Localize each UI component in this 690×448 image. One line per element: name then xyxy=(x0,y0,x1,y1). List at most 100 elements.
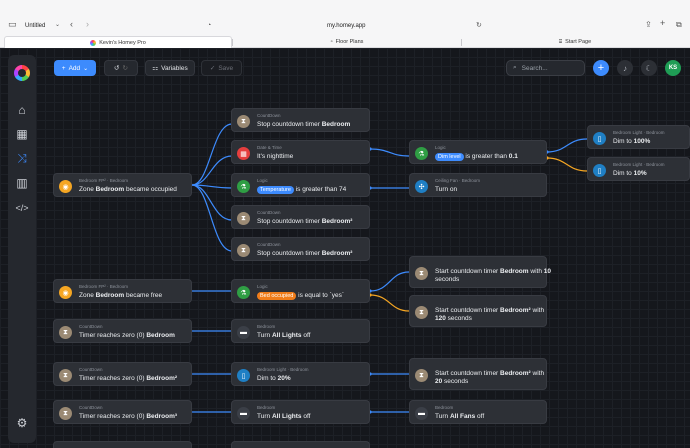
hourglass-icon: ⧗ xyxy=(237,115,250,128)
presence-sensor-icon: ◉ xyxy=(59,286,72,299)
card-text: Zone Bedroom became occupied xyxy=(79,186,177,193)
card-text: Stop countdown timer Bedroom² xyxy=(257,250,353,257)
code-icon[interactable]: </> xyxy=(15,203,29,213)
card-subtitle: CountDown xyxy=(257,242,281,247)
hourglass-icon: ⧗ xyxy=(415,306,428,319)
tab-floor-plans[interactable]: ▫ Floor Plans xyxy=(233,36,461,48)
light-switch-icon: ▯ xyxy=(593,132,606,145)
flow-card-nighttime[interactable]: ▦ Date & Time It's nighttime xyxy=(231,140,370,164)
redo-icon[interactable]: ↻ xyxy=(122,65,128,72)
tab-divider xyxy=(461,39,462,46)
forward-icon[interactable]: › xyxy=(86,19,89,29)
tab-overview-icon[interactable]: ⧉ xyxy=(676,20,682,29)
flow-card-zone-occupied[interactable]: ◉ Bedroom FP² · Bedroom Zone Bedroom bec… xyxy=(53,173,192,197)
chevron-down-icon[interactable]: ⌄ xyxy=(55,22,61,28)
card-text: Dim to 20% xyxy=(257,375,291,382)
tab-start-page[interactable]: ⌹ Start Page xyxy=(462,36,688,48)
devices-grid-icon[interactable]: ▦ xyxy=(16,127,28,141)
hourglass-icon: ⧗ xyxy=(415,267,428,280)
flow-card-ceiling-fan-on[interactable]: ✣ Ceiling Fan · Bedroom Turn on xyxy=(409,173,547,197)
card-text: It's nighttime xyxy=(257,153,294,160)
light-switch-icon: ▯ xyxy=(593,164,606,177)
card-text: Dim level is greater than 0.1 xyxy=(435,153,518,161)
flow-card-logic-bed-occupied[interactable]: ⚗ Logic Bed occupied is equal to `yes` xyxy=(231,279,370,303)
light-switch-icon: ▯ xyxy=(237,369,250,382)
flow-card-lights-off-2[interactable]: ▬ Bedroom Turn All Lights off xyxy=(231,400,370,424)
save-label: Save xyxy=(218,64,234,72)
flow-card-logic-temperature[interactable]: ⚗ Logic Temperature is greater than 74 xyxy=(231,173,370,197)
flow-card-stop-countdown-2[interactable]: ⧗ CountDown Stop countdown timer Bedroom… xyxy=(231,205,370,229)
card-subtitle: Bedroom Light · Bedroom xyxy=(613,130,665,135)
flow-card-logic-dim-level[interactable]: ⚗ Logic Dim level is greater than 0.1 xyxy=(409,140,547,164)
back-icon[interactable]: ‹ xyxy=(70,19,73,29)
card-subtitle: Bedroom xyxy=(257,405,276,410)
avatar[interactable]: KS xyxy=(665,60,681,76)
tab-homey[interactable]: Kevin's Homey Pro xyxy=(4,36,232,48)
bell-icon[interactable]: ♪ xyxy=(617,60,633,76)
share-icon[interactable]: ⇪ xyxy=(645,20,652,29)
card-text: Start countdown timer Bedroom with 10 se… xyxy=(435,268,551,283)
homey-logo-icon[interactable] xyxy=(14,65,30,81)
card-text: Start countdown timer Bedroom² with 120 … xyxy=(435,307,545,322)
flow-card-dim-10[interactable]: ▯ Bedroom Light · Bedroom Dim to 10% xyxy=(587,157,690,181)
card-text: Dim to 10% xyxy=(613,170,647,177)
reload-icon[interactable]: ↻ xyxy=(476,22,482,29)
flow-card-timer-zero[interactable]: ⧗ CountDown Timer reaches zero (0) Bedro… xyxy=(53,319,192,343)
bed-icon: ▬ xyxy=(237,407,250,420)
card-text: Bed occupied is equal to `yes` xyxy=(257,292,344,300)
search-input[interactable]: ⌕ Search... xyxy=(506,60,585,76)
flow-card-start-countdown-10[interactable]: ⧗ Start countdown timer Bedroom with 10 … xyxy=(409,256,551,288)
save-button[interactable]: ✓ Save xyxy=(201,60,242,76)
logic-icon: ⚗ xyxy=(237,286,250,299)
undo-icon[interactable]: ↺ xyxy=(114,65,120,72)
flow-card-start-countdown-120[interactable]: ⧗ Start countdown timer Bedroom² with 12… xyxy=(409,295,547,327)
card-subtitle: CountDown xyxy=(79,405,103,410)
sidebar-toggle-icon[interactable]: ▭ xyxy=(8,19,17,29)
flow-card-stop-countdown[interactable]: ⧗ CountDown Stop countdown timer Bedroom xyxy=(231,108,370,132)
moon-icon[interactable]: ☾ xyxy=(641,60,657,76)
logic-icon: ⚗ xyxy=(415,147,428,160)
variables-button[interactable]: ⚏ Variables xyxy=(145,60,195,76)
flow-card-timer-zero-2[interactable]: ⧗ CountDown Timer reaches zero (0) Bedro… xyxy=(53,362,192,386)
variable-pill[interactable]: Temperature xyxy=(257,186,294,194)
flows-icon[interactable]: ⤨ xyxy=(17,150,27,165)
bed-icon: ▬ xyxy=(415,407,428,420)
variable-pill[interactable]: Bed occupied xyxy=(257,292,297,300)
card-subtitle: CountDown xyxy=(79,324,103,329)
window-title[interactable]: Untitled xyxy=(25,23,46,29)
card-text: Turn All Lights off xyxy=(257,332,311,339)
flow-card-lights-off[interactable]: ▬ Bedroom Turn All Lights off xyxy=(231,319,370,343)
bookmark-icon: ⌹ xyxy=(558,38,563,45)
flow-card-timer-zero-3[interactable]: ⧗ CountDown Timer reaches zero (0) Bedro… xyxy=(53,400,192,424)
home-icon[interactable]: ⌂ xyxy=(18,103,26,117)
card-text: Turn All Fans off xyxy=(435,413,485,420)
flow-card-start-countdown-20[interactable]: ⧗ Start countdown timer Bedroom² with 20… xyxy=(409,358,547,390)
add-flow-button[interactable]: + xyxy=(593,60,609,76)
flow-card-dim-100[interactable]: ▯ Bedroom Light · Bedroom Dim to 100% xyxy=(587,125,690,149)
card-subtitle: Bedroom FP² · Bedroom xyxy=(79,284,129,289)
add-button[interactable]: + Add ⌄ xyxy=(54,60,96,76)
tab-label: Start Page xyxy=(565,39,592,45)
search-icon: ⌕ xyxy=(513,64,517,71)
gear-icon[interactable]: ⚙ xyxy=(16,416,28,430)
flow-card-stop-countdown-3[interactable]: ⧗ CountDown Stop countdown timer Bedroom… xyxy=(231,237,370,261)
insights-icon[interactable]: ▥ xyxy=(16,176,28,190)
card-subtitle: Bedroom xyxy=(257,324,276,329)
address-bar[interactable]: my.homey.app xyxy=(327,23,366,29)
flow-card-fans-off[interactable]: ▬ Bedroom Turn All Fans off xyxy=(409,400,547,424)
flow-card-zone-free[interactable]: ◉ Bedroom FP² · Bedroom Zone Bedroom bec… xyxy=(53,279,192,303)
flow-card-partial[interactable] xyxy=(53,441,192,448)
card-subtitle: Bedroom xyxy=(435,405,454,410)
card-subtitle: Date & Time xyxy=(257,145,282,150)
card-text: Stop countdown timer Bedroom² xyxy=(257,218,353,225)
card-subtitle: CountDown xyxy=(257,113,281,118)
card-text: Temperature is greater than 74 xyxy=(257,186,346,194)
flow-card-partial[interactable] xyxy=(231,441,370,448)
variable-pill[interactable]: Dim level xyxy=(435,153,464,161)
add-label: Add xyxy=(68,64,81,72)
flow-card-dim-20[interactable]: ▯ Bedroom Light · Bedroom Dim to 20% xyxy=(231,362,370,386)
search-placeholder: Search... xyxy=(521,64,548,72)
undo-redo-group: ↺ ↻ xyxy=(104,60,138,76)
variables-icon: ⚏ xyxy=(152,65,159,72)
new-tab-icon[interactable]: + xyxy=(660,18,666,28)
